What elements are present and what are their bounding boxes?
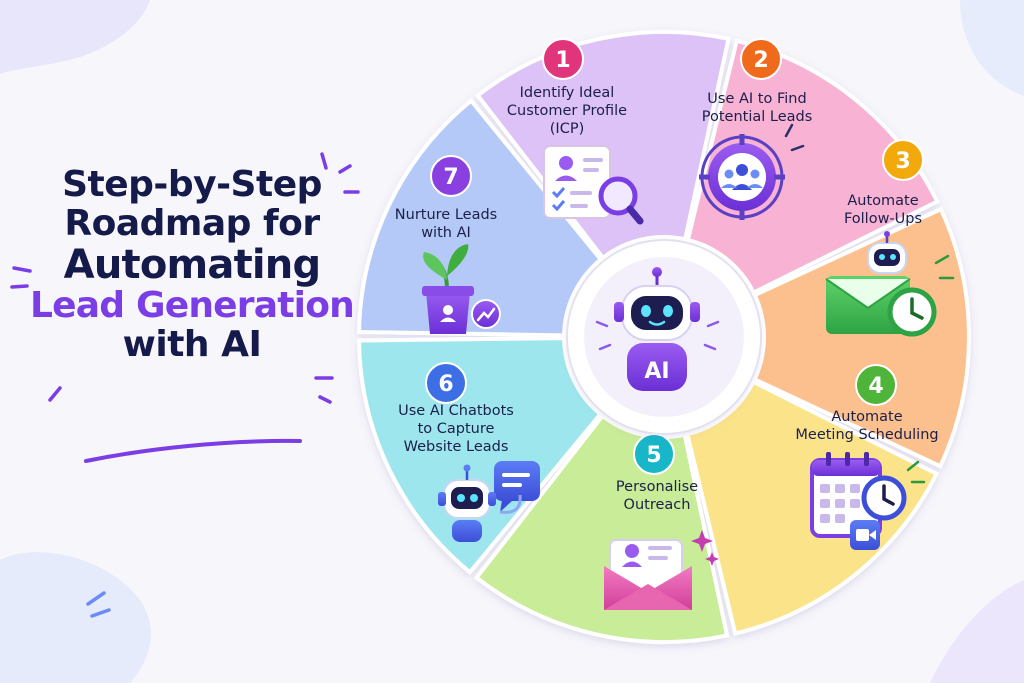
step-7-badge (430, 155, 472, 197)
chatbot-icon (438, 461, 540, 542)
profile-search-icon (543, 145, 644, 225)
step-4-number: 4 (868, 374, 883, 399)
step-7-segment (474, 30, 731, 261)
step-5-badge (633, 433, 675, 475)
sparkle-decoration (10, 123, 955, 618)
corner-blob-top-left (0, 0, 150, 74)
corner-blob-top-right (960, 0, 1024, 96)
step-1-badge (542, 38, 584, 80)
step-7-number: 7 (443, 165, 458, 190)
title-line-3: Automating (63, 241, 321, 288)
step-3-number: 3 (895, 149, 910, 174)
step-3-badge (882, 139, 924, 181)
plant-growth-icon (422, 244, 501, 334)
title-underline (84, 438, 302, 463)
calendar-video-icon (810, 452, 907, 550)
center-label: AI (644, 359, 669, 384)
step-1-segment (685, 38, 940, 296)
robot-icon (595, 267, 720, 391)
step-6-badge (425, 362, 467, 404)
corner-blob-bottom-right (930, 580, 1024, 683)
step-4-badge (855, 364, 897, 406)
title-line-1: Step-by-Step (62, 164, 322, 205)
step-2-badge (740, 38, 782, 80)
email-clock-icon (825, 231, 937, 337)
corner-blob-bottom-left (0, 552, 151, 683)
roadmap-wheel (356, 30, 971, 644)
step-2-segment (751, 206, 971, 469)
step-1-number: 1 (555, 48, 570, 73)
step-2-number: 2 (753, 48, 768, 73)
title-line-4: Lead Generation (30, 284, 355, 326)
target-people-icon (699, 134, 785, 220)
title-block: Step-by-Step Roadmap for Automating Lead… (0, 164, 384, 365)
title-line-2: Roadmap for (64, 202, 320, 244)
step-6-segment (357, 97, 604, 338)
step-5-segment (356, 336, 604, 576)
step-6-number: 6 (438, 372, 453, 397)
envelope-letter-icon (604, 530, 719, 610)
step-5-number: 5 (646, 443, 661, 468)
title-line-5: with AI (122, 323, 262, 365)
center-hub: AI (568, 241, 760, 433)
